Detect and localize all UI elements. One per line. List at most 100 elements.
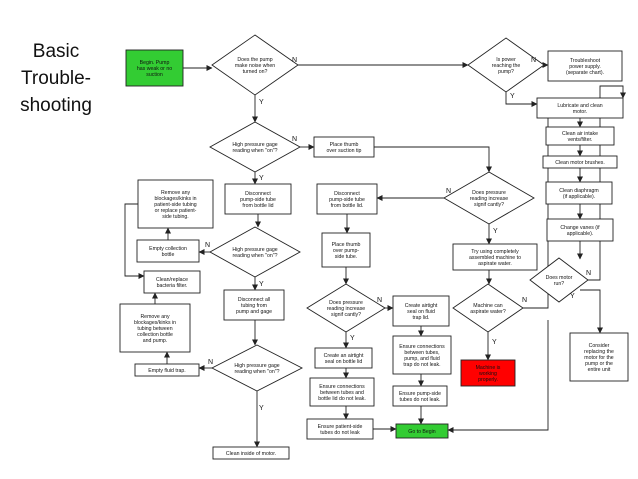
machine-working-box [460,359,516,387]
ensure-bottle-lid-box [309,377,375,407]
d-pressure-increase2-decision [306,283,386,333]
branch-label-gage1-yes: Y [259,175,264,182]
slide-title: Basic Trouble- shooting [20,41,92,116]
remove-blockages-box [137,179,214,229]
empty-fluid-trap-label: Empty fluid trap. [148,368,185,374]
d-gage1-decision [209,121,301,173]
branch-label-gage3-yes: Y [259,405,264,412]
connector-line [505,92,538,107]
branch-label-gage3-no: N [208,359,213,366]
ensure-fluid-trap-box [392,335,452,375]
clean-diaphragm-box [545,181,613,205]
branch-label-aspirate-no: N [522,297,527,304]
connector-line [580,289,603,334]
try-assembled-box [452,243,538,271]
create-seal-bottle-box [314,347,373,369]
d-noise-decision [211,34,299,96]
place-thumb-suction-box [313,136,375,158]
branch-label-power-no: N [531,57,536,64]
troubleshoot-power-box [547,50,623,82]
empty-collection-box [136,239,200,263]
connector-line [447,320,549,433]
consider-replacing-box [569,332,629,382]
connector-line [588,85,626,281]
remove-blockages2-box [119,303,191,353]
disconnect-pump-side-box [224,183,292,215]
go-to-begin-box [395,423,449,439]
d-gage3-decision [211,344,303,392]
disconnect-pump-side2-box [316,183,378,215]
branch-label-pi2-yes: Y [350,335,355,342]
d-aspirate-water-decision [452,283,524,333]
branch-label-gage1-no: N [292,136,297,143]
create-seal-fluid-box [392,295,450,327]
ensure-pump-side-box [392,385,448,407]
clean-motor-inside-label: Clean inside of motor. [226,451,276,457]
branch-label-motor-yes: Y [570,293,575,300]
lubricate-box [536,97,624,119]
branch-label-noise-yes: Y [259,99,264,106]
change-vanes-box [546,218,614,242]
branch-label-power-yes: Y [510,93,515,100]
branch-label-motor-no: N [586,270,591,277]
empty-fluid-trap-box [134,363,200,377]
go-to-begin-label: Go to Begin [408,429,436,435]
branch-label-gage2-no: N [205,242,210,249]
branch-label-aspirate-yes: Y [492,339,497,346]
d-power-decision [467,37,545,93]
branch-labels: N Y N Y N Y N Y N Y N Y N Y N Y N Y [205,57,591,412]
branch-label-pi1-yes: Y [493,228,498,235]
place-thumb-pump-box [321,232,371,268]
connector-line [374,146,492,173]
clean-motor-inside-box [212,446,290,460]
connector-line [124,203,145,279]
branch-label-noise-no: N [292,57,297,64]
clean-brushes-box [542,155,618,169]
clean-diaphragm-label: Clean diaphragm(if applicable). [559,188,599,200]
branch-label-pi2-no: N [377,297,382,304]
disconnect-all-box [223,289,285,321]
connector-line [523,103,551,309]
d-motor-run-decision [529,257,589,303]
ensure-patient-side-box [306,418,374,440]
clean-brushes-label: Clean motor brushes. [555,160,605,166]
d-pressure-increase1-decision [443,171,535,225]
branch-label-pi1-no: N [446,188,451,195]
clean-bacteria-filter-box [143,270,201,294]
d-gage2-decision [209,226,301,278]
branch-label-gage2-yes: Y [259,281,264,288]
connector-lines [124,62,626,448]
